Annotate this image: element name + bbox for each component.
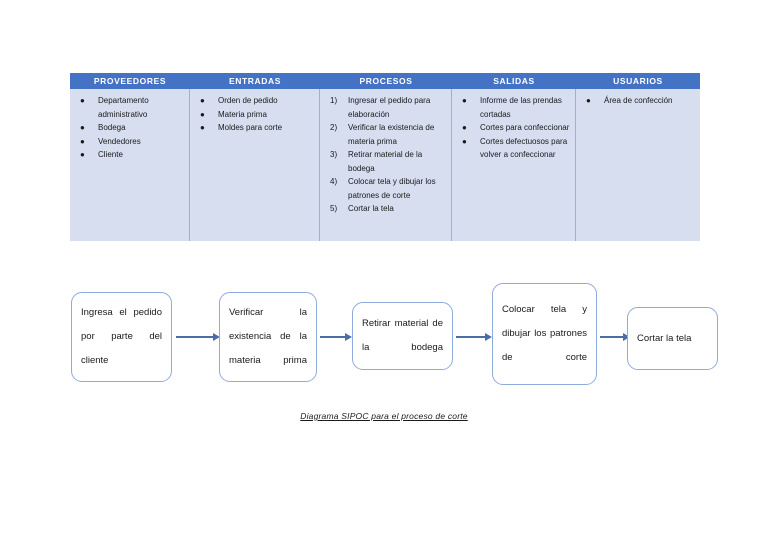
list-item: ● Orden de pedido <box>192 94 315 108</box>
bullet-icon: ● <box>462 136 467 146</box>
flow-step-4-label: Colocar tela y dibujar los patrones de c… <box>502 304 587 363</box>
bullet-icon: ● <box>586 96 591 105</box>
flow-step-2: Verificar la existencia de la materia pr… <box>219 292 317 382</box>
sipoc-list-usuarios: ● Área de confección <box>578 94 696 108</box>
list-item: ● Cortes defectuosos para volver a confec… <box>454 135 571 162</box>
bullet-icon: ● <box>80 136 85 146</box>
bullet-icon: ● <box>200 123 205 132</box>
bullet-icon: ● <box>80 150 85 159</box>
list-marker-number: 5) <box>330 204 338 213</box>
list-item-label: Ingresar el pedido para elaboración <box>348 96 431 119</box>
sipoc-header-salidas: SALIDAS <box>493 76 535 86</box>
list-marker-number: 4) <box>330 177 338 186</box>
list-marker-number: 2) <box>330 123 338 132</box>
list-item: ● Bodega <box>72 121 185 135</box>
list-item: 3) Retirar material de la bodega <box>322 148 447 175</box>
list-item-label: Informe de las prendas cortadas <box>480 96 562 119</box>
flow-arrow-3 <box>456 333 492 342</box>
list-item: 5) Cortar la tela <box>322 202 447 216</box>
diagram-caption: Diagrama SIPOC para el proceso de corte <box>300 411 468 421</box>
bullet-icon: ● <box>80 123 85 132</box>
list-item-label: Moldes para corte <box>218 123 283 132</box>
bullet-icon: ● <box>462 123 467 132</box>
list-item-label: Colocar tela y dibujar los patrones de c… <box>348 177 436 200</box>
bullet-icon: ● <box>200 109 205 119</box>
flow-step-4: Colocar tela y dibujar los patrones de c… <box>492 283 597 385</box>
sipoc-table: PROVEEDORES ENTRADAS PROCESOS SALIDAS US… <box>70 73 700 241</box>
sipoc-cell-proveedores: ● Departamento administrativo ● Bodega ● Vend… <box>70 89 190 241</box>
list-item-label: Cortar la tela <box>348 204 394 213</box>
list-item: 1) Ingresar el pedido para elaboración <box>322 94 447 121</box>
list-item: ● Cortes para confeccionar <box>454 121 571 135</box>
list-item: 2) Verificar la existencia de materia pri… <box>322 121 447 148</box>
sipoc-header-proveedores: PROVEEDORES <box>93 76 167 86</box>
bullet-icon: ● <box>80 96 85 105</box>
flow-step-5-label: Cortar la tela <box>637 332 692 344</box>
list-item: ● Materia prima <box>192 108 315 122</box>
flow-step-1-label: Ingresa el pedido por parte del cliente <box>81 307 162 366</box>
sipoc-header-row: PROVEEDORES ENTRADAS PROCESOS SALIDAS US… <box>70 73 700 89</box>
list-item-label: Departamento administrativo <box>98 96 149 119</box>
sipoc-body-row: ● Departamento administrativo ● Bodega ● Vend… <box>70 89 700 241</box>
list-item-label: Materia prima <box>218 109 267 119</box>
flow-step-2-label: Verificar la existencia de la materia pr… <box>229 307 307 366</box>
flow-arrow-2 <box>320 333 352 342</box>
list-item-label: Cortes defectuosos para volver a confecc… <box>480 136 568 160</box>
sipoc-cell-salidas: ● Informe de las prendas cortadas ● Cortes … <box>452 89 576 241</box>
list-item-label: Bodega <box>98 123 126 132</box>
sipoc-list-salidas: ● Informe de las prendas cortadas ● Cortes … <box>454 94 571 162</box>
list-item-label: Orden de pedido <box>218 96 278 105</box>
list-item: 4) Colocar tela y dibujar los patrones de… <box>322 175 447 202</box>
list-marker-number: 1) <box>330 96 338 105</box>
flow-step-1: Ingresa el pedido por parte del cliente <box>71 292 172 382</box>
sipoc-list-proveedores: ● Departamento administrativo ● Bodega ● Vend… <box>72 94 185 162</box>
list-item: ● Cliente <box>72 148 185 162</box>
sipoc-header-procesos: PROCESOS <box>359 76 413 86</box>
sipoc-cell-procesos: 1) Ingresar el pedido para elaboración 2) V… <box>320 89 452 241</box>
sipoc-header-usuarios: USUARIOS <box>613 76 663 86</box>
flow-step-5: Cortar la tela <box>627 307 718 370</box>
list-marker-number: 3) <box>330 150 338 159</box>
bullet-icon: ● <box>200 96 205 105</box>
list-item-label: Cortes para confeccionar <box>480 123 570 132</box>
sipoc-list-entradas: ● Orden de pedido ● Materia prima ● Moldes pa… <box>192 94 315 135</box>
list-item-label: Área de confección <box>604 96 673 105</box>
sipoc-cell-entradas: ● Orden de pedido ● Materia prima ● Moldes pa… <box>190 89 320 241</box>
list-item: ● Moldes para corte <box>192 121 315 135</box>
list-item: ● Vendedores <box>72 135 185 149</box>
sipoc-header-entradas: ENTRADAS <box>228 76 282 86</box>
list-item-label: Cliente <box>98 150 123 159</box>
sipoc-list-procesos: 1) Ingresar el pedido para elaboración 2) V… <box>322 94 447 216</box>
list-item-label: Verificar la existencia de materia prima <box>348 123 435 146</box>
list-item: ● Área de confección <box>578 94 696 108</box>
flow-step-3-label: Retirar material de la bodega <box>362 318 443 353</box>
bullet-icon: ● <box>462 96 467 105</box>
sipoc-cell-usuarios: ● Área de confección <box>576 89 700 241</box>
list-item-label: Retirar material de la bodega <box>348 150 423 173</box>
flow-arrow-4 <box>600 333 630 342</box>
list-item: ● Informe de las prendas cortadas <box>454 94 571 121</box>
flow-arrow-1 <box>176 333 220 342</box>
list-item: ● Departamento administrativo <box>72 94 185 121</box>
list-item-label: Vendedores <box>98 136 141 146</box>
flow-step-3: Retirar material de la bodega <box>352 302 453 370</box>
